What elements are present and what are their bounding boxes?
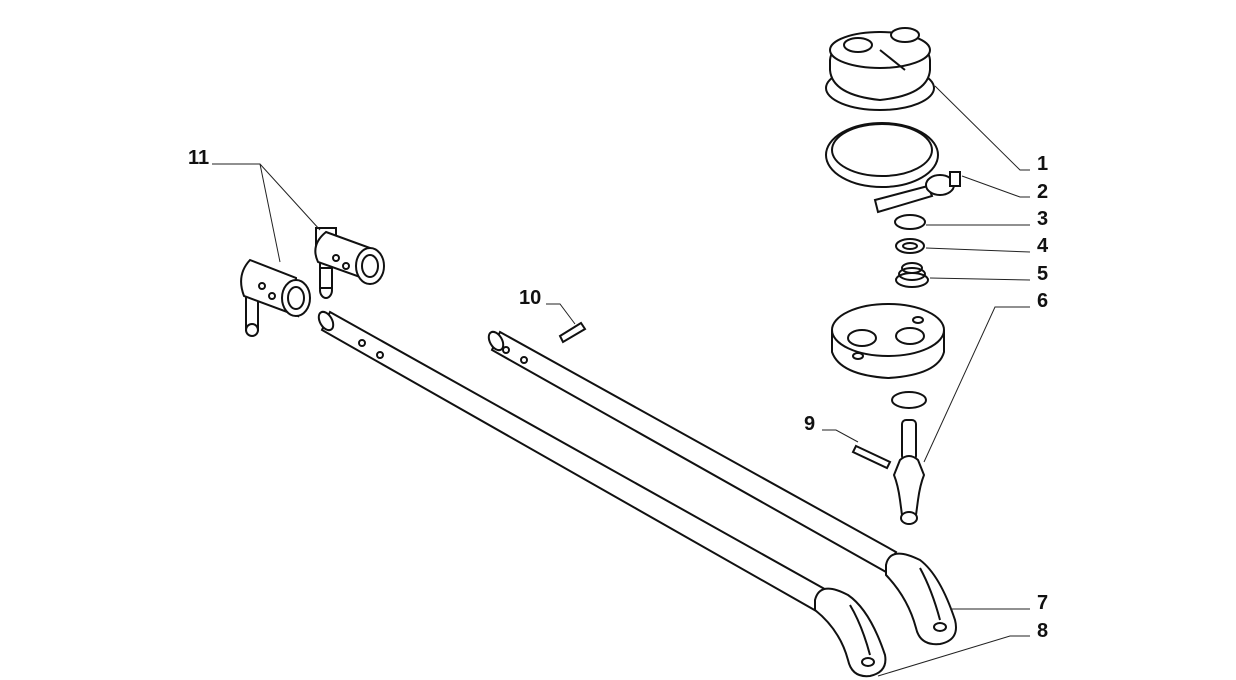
callout-5: 5 [1037, 263, 1048, 285]
part-10-pin [558, 321, 587, 344]
part-11-coupling [240, 258, 311, 337]
callout-7: 7 [1037, 592, 1048, 614]
callout-3: 3 [1037, 208, 1048, 230]
part-11-coupling [314, 227, 385, 299]
part-8-rod [317, 310, 887, 678]
callout-4: 4 [1037, 235, 1049, 257]
callout-11: 11 [188, 147, 209, 169]
callout-8: 8 [1037, 620, 1048, 642]
callout-2: 2 [1037, 181, 1048, 203]
part-1-boot [825, 27, 935, 111]
o-ring [891, 391, 927, 409]
part-4-washer [895, 238, 925, 254]
callout-1: 1 [1037, 153, 1048, 175]
callout-10: 10 [519, 287, 541, 309]
leader-lines [212, 85, 1031, 677]
callout-6: 6 [1037, 290, 1048, 312]
part-3-circlip [894, 214, 926, 230]
callout-9: 9 [804, 413, 815, 435]
part-5-spring [895, 262, 929, 288]
part-9-pin [851, 444, 892, 470]
part-2-clamp [825, 122, 961, 214]
part-6-lever [892, 419, 926, 525]
part-7-rod [487, 330, 957, 646]
plate [831, 303, 945, 380]
